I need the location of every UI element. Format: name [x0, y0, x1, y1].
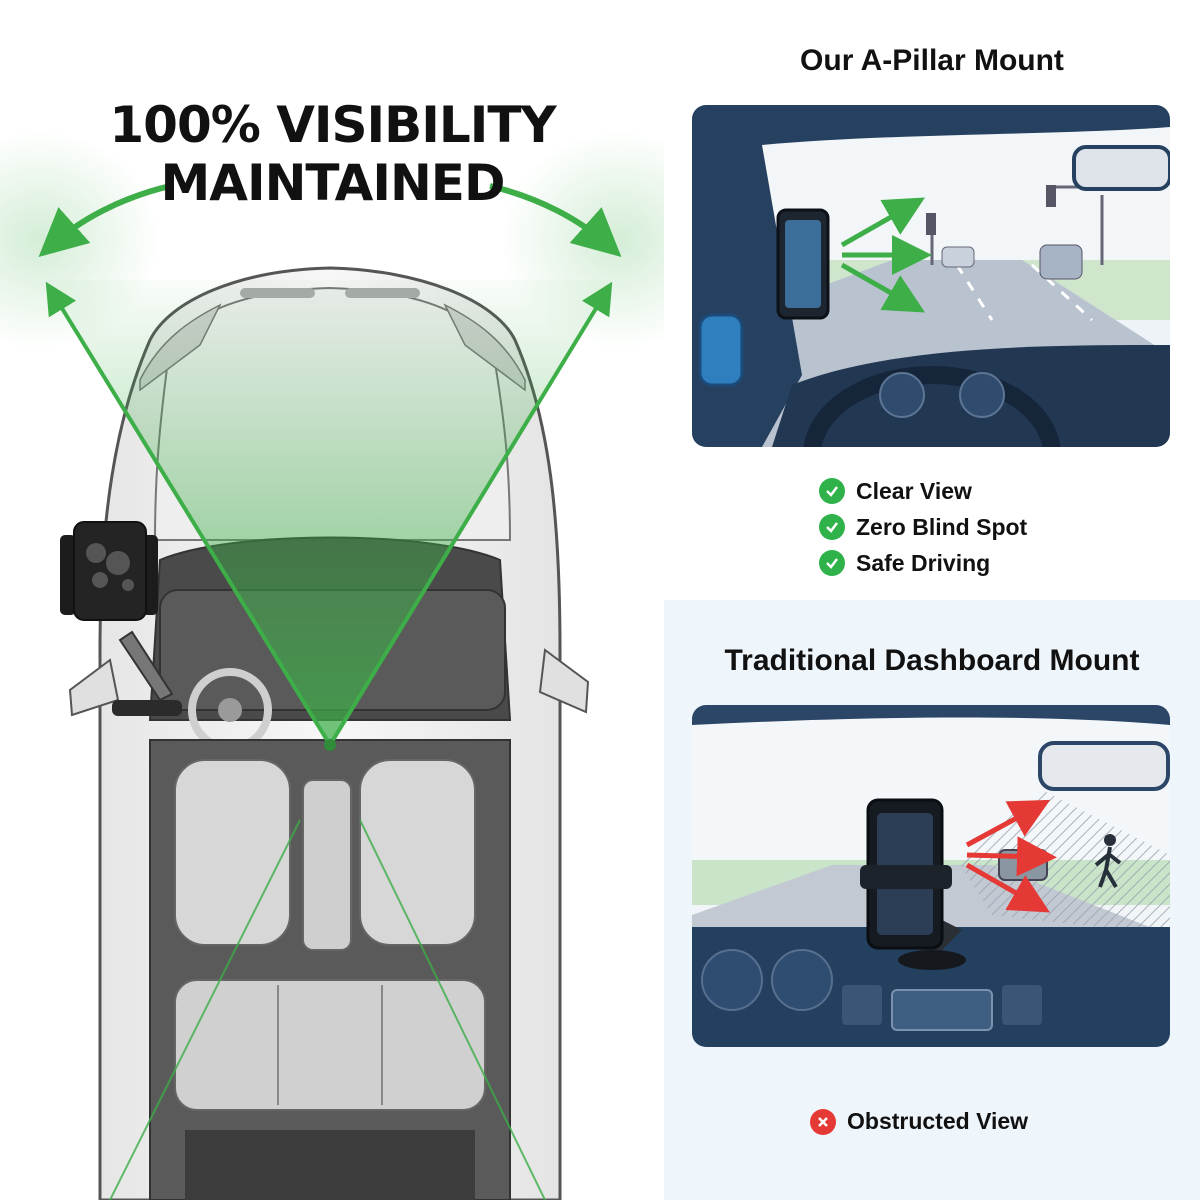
windshield-frame [692, 705, 1170, 725]
a-pillar-mount [60, 521, 182, 716]
drawback-item: Obstructed View [810, 1108, 1028, 1135]
steering-hub [218, 698, 242, 722]
blocked-arrow-2 [966, 836, 1057, 877]
view-arrow-1 [840, 197, 926, 248]
mirror-left [68, 658, 120, 717]
benefit-item: Clear View [819, 473, 1027, 509]
traffic-light-2 [1046, 185, 1056, 207]
a-pillar-phone-screen [785, 220, 821, 308]
curved-arrow-right [489, 183, 622, 257]
gauge-right [771, 949, 833, 1011]
rear-sight-line-right [359, 819, 546, 1200]
cone-edge-right [328, 281, 613, 747]
rear-sight-line-left [109, 819, 301, 1200]
dashboard-driver-view [692, 705, 1170, 1047]
gauge-left [879, 372, 925, 418]
air-vent-left [842, 985, 882, 1025]
check-circle-icon [819, 478, 845, 504]
phone-clamp [860, 865, 952, 889]
pedestrian-icon [1094, 834, 1122, 889]
benefit-label: Zero Blind Spot [856, 513, 1028, 540]
benefit-list: Clear View Zero Blind Spot Safe Driving [819, 473, 1027, 581]
a-pillar-driver-view [692, 105, 1170, 447]
top-view-panel: 100% VISIBILITY MAINTAINED [0, 96, 665, 1200]
benefit-item: Safe Driving [819, 545, 1027, 581]
a-pillar-title: Our A-Pillar Mount [800, 44, 1064, 77]
drawback-label: Obstructed View [847, 1108, 1029, 1134]
mount-suction-base [898, 950, 966, 970]
headline-line-2: MAINTAINED [160, 154, 506, 212]
side-mirror [698, 313, 744, 387]
steering-wheel-top [803, 366, 1061, 447]
visibility-headline: 100% VISIBILITY MAINTAINED [0, 96, 665, 212]
gauge-right [959, 372, 1005, 418]
lane-marking-2 [1030, 263, 1094, 322]
dashboard-panel: Traditional Dashboard Mount [664, 600, 1200, 1200]
traffic-light-1 [926, 213, 936, 235]
center-display [891, 989, 993, 1031]
cone-edge-left [45, 281, 332, 747]
rearview-mirror [1072, 145, 1170, 191]
curved-arrow-left [38, 183, 171, 257]
front-seat-right [359, 759, 476, 946]
visibility-cone [45, 280, 612, 745]
dashboard-title: Traditional Dashboard Mount [724, 644, 1140, 677]
benefit-label: Clear View [856, 477, 972, 504]
car-ahead-2 [1039, 244, 1083, 280]
rear-deck [185, 1130, 475, 1200]
windshield-frame [692, 105, 1170, 447]
viewpoint-dot [324, 739, 336, 751]
blocked-arrow-3 [965, 862, 1051, 913]
center-console [302, 779, 352, 951]
gauge-left [701, 949, 763, 1011]
car-ahead-1 [941, 246, 975, 268]
rearview-mirror [1038, 741, 1170, 791]
benefit-item: Zero Blind Spot [819, 509, 1027, 545]
front-seat-left [174, 759, 291, 946]
blocked-arrow-1 [965, 799, 1051, 848]
view-arrow-3 [840, 262, 926, 313]
check-circle-icon [819, 550, 845, 576]
mirror-right [538, 648, 590, 714]
top-view-car-illustration [0, 130, 665, 1200]
x-circle-icon [810, 1108, 836, 1135]
air-vent-right [1002, 985, 1042, 1025]
a-pillar-panel: Our A-Pillar Mount [664, 0, 1200, 598]
headline-line-1: 100% VISIBILITY [109, 96, 556, 154]
benefit-label: Safe Driving [856, 549, 991, 576]
check-circle-icon [819, 514, 845, 540]
rear-bench [174, 979, 486, 1111]
